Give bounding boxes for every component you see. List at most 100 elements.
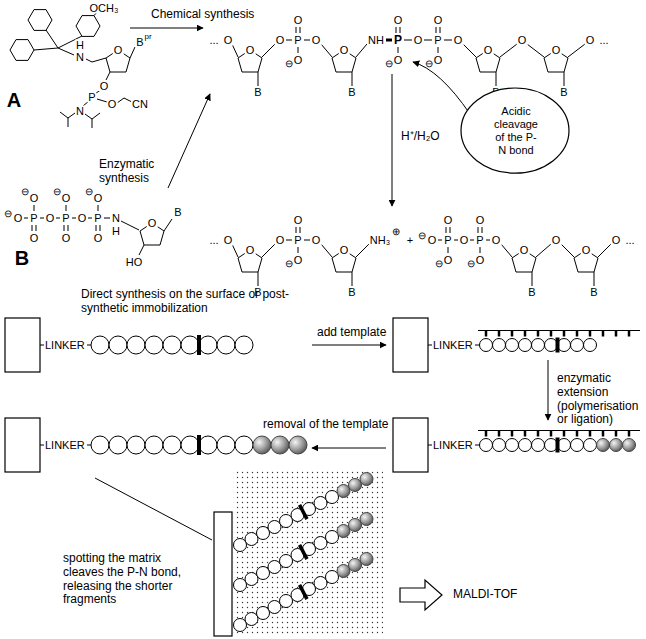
- bond-line: [92, 113, 100, 119]
- added-nucleotide: [253, 436, 271, 454]
- bond-line: [482, 227, 483, 233]
- step-arrow: [312, 448, 386, 449]
- bond-line: [436, 27, 437, 33]
- nucleotide-bead: [145, 336, 163, 354]
- nucleotide-bead: [234, 619, 247, 632]
- atom-label: O: [427, 235, 438, 246]
- bond-line: [300, 27, 301, 33]
- outline-arrow: [400, 580, 442, 610]
- nucleotide-bead: [571, 339, 584, 352]
- nucleotide-bead: [163, 436, 181, 454]
- added-nucleotide: [349, 519, 362, 532]
- nucleotide-bead: [91, 436, 109, 454]
- bond-line: [46, 30, 58, 48]
- bond-line: [500, 44, 517, 57]
- bond-line: [258, 72, 259, 86]
- bond-line: [463, 44, 476, 57]
- atom-label: O: [443, 215, 454, 226]
- bond-line: [628, 331, 631, 337]
- bond-line: [563, 431, 566, 437]
- bond-line: [86, 59, 92, 62]
- callout-text: Acidic cleavage of the P-N bond: [493, 105, 539, 158]
- pn-bond-mark: [197, 435, 201, 455]
- added-nucleotide: [623, 439, 636, 452]
- bond-line: [130, 47, 135, 58]
- benzene-ring: [28, 10, 52, 31]
- atom-label: O: [293, 215, 304, 226]
- nucleotide-bead: [217, 436, 235, 454]
- atom-label: OCH₃: [89, 3, 120, 14]
- charge-sign: ⊖: [52, 187, 62, 197]
- atom-label: O: [45, 213, 56, 224]
- atom-label: ...: [208, 35, 219, 46]
- nucleotide-bead: [127, 336, 145, 354]
- bond-line: [440, 27, 441, 33]
- bond-line: [485, 431, 488, 437]
- nucleotide-bead: [314, 537, 327, 550]
- nucleotide-bead: [480, 339, 493, 352]
- bond-line: [501, 244, 512, 257]
- bond-line: [480, 247, 481, 253]
- bond-line: [386, 39, 392, 42]
- bond-line: [286, 240, 292, 241]
- bond-line: [356, 44, 367, 57]
- nucleotide-bead: [280, 555, 293, 568]
- added-nucleotide: [337, 525, 350, 538]
- added-nucleotide: [349, 479, 362, 492]
- atom-label: N: [111, 213, 121, 224]
- charge-sign: ⊖: [284, 259, 294, 269]
- atom-label: NH₃: [369, 235, 391, 246]
- bond-line: [594, 272, 595, 286]
- nucleotide-bead: [245, 533, 258, 546]
- linker-line: [87, 345, 91, 346]
- atom-label: O: [611, 235, 622, 246]
- bond-line: [164, 219, 172, 231]
- nucleotide-bead: [145, 436, 163, 454]
- nucleotide-bead: [245, 613, 258, 626]
- added-nucleotide: [360, 473, 373, 486]
- charge-sign: ⊖: [434, 259, 444, 269]
- annotation: Direct synthesis on the surface or post-…: [80, 288, 292, 316]
- nucleotide-bead: [326, 531, 339, 544]
- bond-line: [511, 331, 514, 337]
- atom-label: ...: [598, 35, 609, 46]
- charge-sign: ⊖: [284, 59, 294, 69]
- bond-line: [537, 331, 540, 337]
- atom-label: O: [113, 45, 124, 56]
- atom-label: O: [77, 213, 88, 224]
- nucleotide-bead: [181, 436, 199, 454]
- bond-line: [454, 240, 458, 241]
- annotation: removal of the template: [262, 418, 389, 432]
- atom-label: B: [347, 87, 356, 98]
- nucleotide-bead: [109, 336, 127, 354]
- atom-label: N: [75, 52, 85, 63]
- callout-ellipse: Acidic cleavage of the P-N bond: [460, 87, 570, 174]
- added-nucleotide: [289, 436, 307, 454]
- ellipse-shape: [461, 88, 569, 173]
- nucleotide-bead: [257, 567, 270, 580]
- superscript: pr: [143, 33, 152, 41]
- bond-line: [100, 225, 101, 231]
- nucleotide-bead: [199, 436, 217, 454]
- nucleotide-bead: [235, 336, 253, 354]
- atom-label: O: [275, 235, 286, 246]
- added-nucleotide: [337, 565, 350, 578]
- annotation: Enzymatic synthesis: [98, 158, 164, 186]
- atom-label: O: [311, 35, 322, 46]
- bond-line: [34, 205, 35, 211]
- atom-label: O: [453, 35, 464, 46]
- nucleotide-bead: [584, 439, 597, 452]
- nucleotide-bead: [245, 573, 258, 586]
- atom-label: NH: [367, 35, 385, 46]
- atom-label: O: [339, 245, 350, 256]
- nucleotide-bead: [314, 577, 327, 590]
- atom-label: O: [433, 15, 444, 26]
- atom-label: O: [551, 45, 562, 56]
- bond-line: [564, 72, 565, 86]
- nucleotide-bead: [268, 521, 281, 534]
- bond-line: [40, 218, 44, 219]
- bond-line: [88, 218, 92, 219]
- added-nucleotide: [271, 436, 289, 454]
- bond-line: [589, 331, 592, 337]
- atom-label: P: [443, 235, 452, 246]
